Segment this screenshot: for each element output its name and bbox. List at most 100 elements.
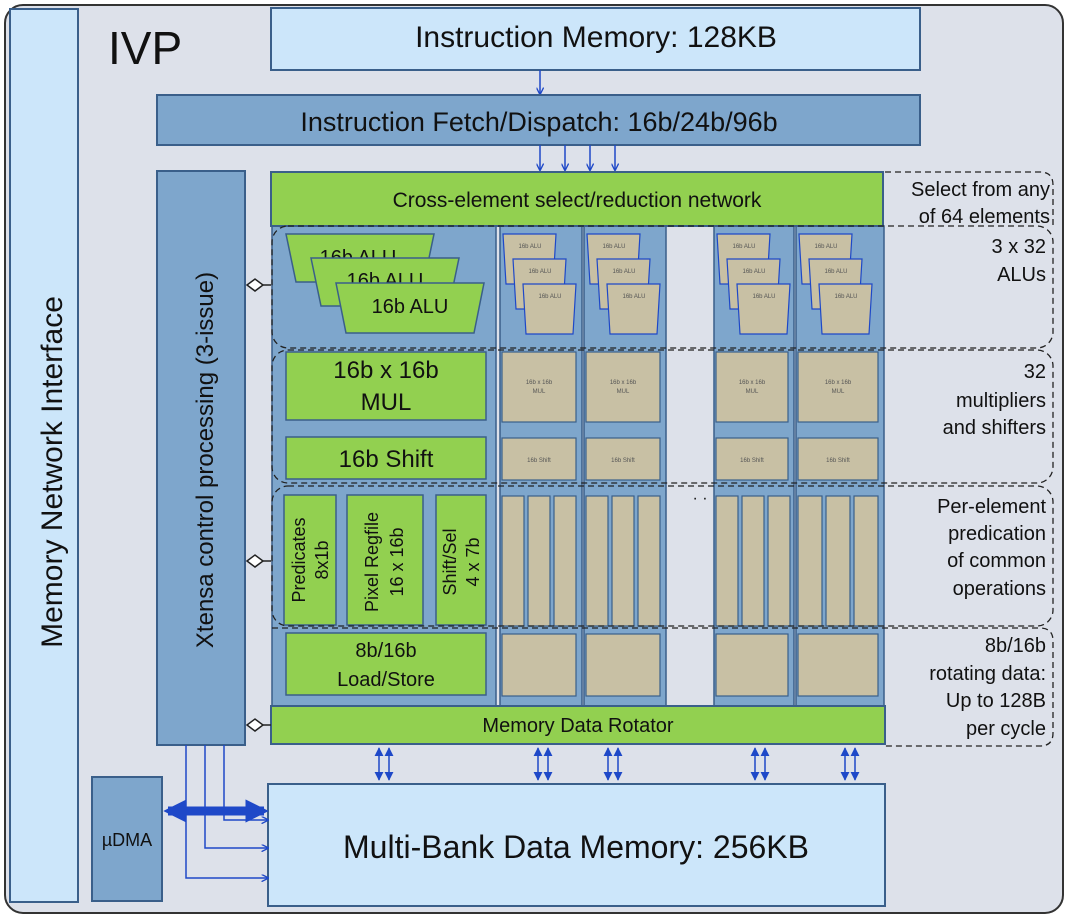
region-rotating xyxy=(272,627,1054,747)
lane-2-loadstore xyxy=(585,633,661,697)
lane-1-reg-2 xyxy=(527,495,551,627)
annot-rot-4: per cycle xyxy=(966,718,1046,740)
alu-3 xyxy=(335,282,485,334)
lane-4-reg-3 xyxy=(853,495,879,627)
dispatch-arrows xyxy=(540,145,615,170)
lane-3-shift-label: 16b Shift xyxy=(740,458,764,464)
lane-3-reg-3 xyxy=(767,495,791,627)
annot-select-1: Select from any xyxy=(911,179,1050,201)
memory-interface-box xyxy=(9,8,79,903)
lane-4-mul xyxy=(797,351,879,423)
lane-2-mul-label-2: MUL xyxy=(617,389,630,395)
region-predication xyxy=(271,485,1054,627)
annot-pred-4: operations xyxy=(953,578,1046,600)
mul-label-line1: 16b x 16b xyxy=(333,357,438,384)
predicates-box xyxy=(283,494,337,626)
pixel-regfile-label-line2: 16 x 16b xyxy=(387,527,407,596)
mul-label-line2: MUL xyxy=(361,389,412,416)
xtensa-control-label: Xtensa control processing (3-issue) xyxy=(192,272,219,648)
annot-rot-3: Up to 128B xyxy=(946,690,1046,712)
region-multipliers xyxy=(271,349,1054,484)
annot-rot-1: 8b/16b xyxy=(985,635,1046,657)
annotations: Select from any of 64 elements 3 x 32 AL… xyxy=(911,179,1050,740)
bank-arrows xyxy=(374,747,860,781)
load-store-label-line1: 8b/16b xyxy=(355,640,416,662)
annot-alus-1: 3 x 32 xyxy=(992,236,1046,258)
lane-1-loadstore xyxy=(501,633,577,697)
lane-4-reg-2 xyxy=(825,495,851,627)
lane-1-alu-2-label: 16b ALU xyxy=(528,269,551,275)
region-alus xyxy=(271,225,1054,349)
lane-1-reg-3 xyxy=(553,495,577,627)
lane-1-shift xyxy=(501,437,577,481)
load-store-box xyxy=(285,632,487,696)
fetch-dispatch-box xyxy=(156,94,921,146)
data-memory-label: Multi-Bank Data Memory: 256KB xyxy=(343,829,809,865)
lane-1-mul-label-2: MUL xyxy=(533,389,546,395)
lane-1-reg-1 xyxy=(501,495,525,627)
annot-mult-2: multipliers xyxy=(956,390,1046,412)
lane-3-alu-2-label: 16b ALU xyxy=(742,269,765,275)
lane-3-reg-1 xyxy=(715,495,739,627)
lane-4-mul-label-2: MUL xyxy=(832,389,845,395)
lane-4-loadstore xyxy=(797,633,879,697)
lane-2-alu-3 xyxy=(606,283,661,335)
diagram-title: IVP xyxy=(108,22,182,74)
lane-2-alu-1-label: 16b ALU xyxy=(602,244,625,250)
xtensa-connectors xyxy=(245,278,271,732)
lane-3-alu-1-label: 16b ALU xyxy=(732,244,755,250)
annot-select-2: of 64 elements xyxy=(919,206,1050,228)
lane-2-alu-2-label: 16b ALU xyxy=(612,269,635,275)
lane-1-alu-3 xyxy=(522,283,577,335)
instruction-memory-box xyxy=(270,7,921,71)
instruction-memory-label: Instruction Memory: 128KB xyxy=(415,21,777,54)
cross-element-box xyxy=(270,171,884,227)
xtensa-control-box xyxy=(156,170,246,746)
shift-sel-label-line1: Shift/Sel xyxy=(440,528,460,595)
lane-4-reg-1 xyxy=(797,495,823,627)
annot-pred-3: of common xyxy=(947,550,1046,572)
lane-3-mul-label-2: MUL xyxy=(746,389,759,395)
lane-4-mul-label-1: 16b x 16b xyxy=(825,380,852,386)
mul-box xyxy=(285,351,487,421)
annot-pred-1: Per-element xyxy=(937,496,1046,518)
lane-1-alu-3-label: 16b ALU xyxy=(538,294,561,300)
predicates-label-line1: Predicates xyxy=(289,517,309,602)
predicates-label-line2: 8x1b xyxy=(312,540,332,579)
alu-3-label: 16b ALU xyxy=(372,296,449,318)
lane-4-shift xyxy=(797,437,879,481)
lane-2-shift xyxy=(585,437,661,481)
lane-4-alu-3-label: 16b ALU xyxy=(834,294,857,300)
annot-pred-2: predication xyxy=(948,523,1046,545)
lane-4-alu-3 xyxy=(818,283,873,335)
lane-3-mul-label-1: 16b x 16b xyxy=(739,380,766,386)
lane-4-shift-label: 16b Shift xyxy=(826,458,850,464)
lane-2-reg-2 xyxy=(611,495,635,627)
alu-stack: 16b ALU 16b ALU 16b ALU xyxy=(285,233,485,334)
memory-rotator-label: Memory Data Rotator xyxy=(482,715,674,737)
lane-2-reg-3 xyxy=(637,495,661,627)
fetch-dispatch-label: Instruction Fetch/Dispatch: 16b/24b/96b xyxy=(300,107,777,137)
lane-2-reg-1 xyxy=(585,495,609,627)
memory-interface-label: Memory Network Interface xyxy=(36,296,69,648)
lane-4-alu-2-label: 16b ALU xyxy=(824,269,847,275)
udma-box xyxy=(91,776,163,902)
lane-3-alu-3 xyxy=(736,283,791,335)
region-select xyxy=(885,171,1054,226)
lane-3-shift xyxy=(715,437,789,481)
lane-2-mul-label-1: 16b x 16b xyxy=(610,380,637,386)
lane-1-alu-1-label: 16b ALU xyxy=(518,244,541,250)
region-outlines xyxy=(271,171,1054,747)
annot-rot-2: rotating data: xyxy=(929,663,1046,685)
lane-3-reg-2 xyxy=(741,495,765,627)
annot-mult-1: 32 xyxy=(1024,361,1046,383)
lane-3-mul xyxy=(715,351,789,423)
lane-2-mul xyxy=(585,351,661,423)
cross-element-label: Cross-element select/reduction network xyxy=(393,189,762,212)
lane-3-loadstore xyxy=(715,633,789,697)
shift-label: 16b Shift xyxy=(339,446,434,473)
lane-1-mul-label-1: 16b x 16b xyxy=(526,380,553,386)
memory-rotator-box xyxy=(270,705,886,745)
